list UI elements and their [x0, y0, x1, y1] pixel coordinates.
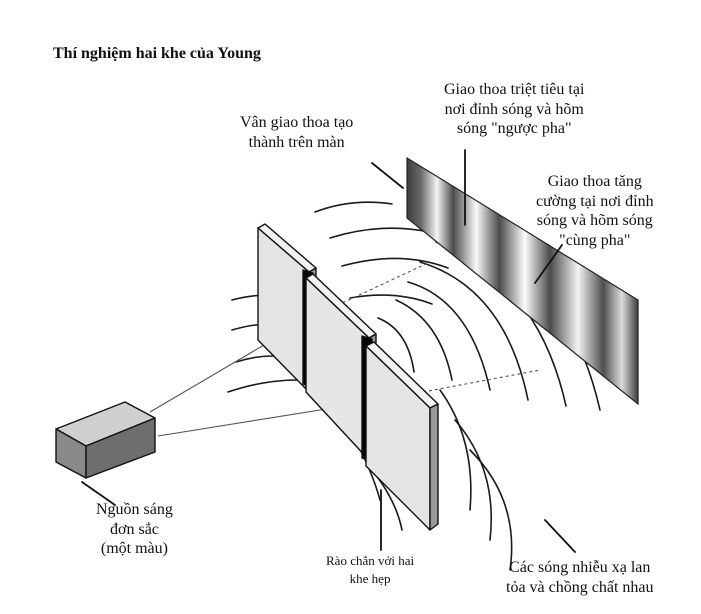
leader-waves: [544, 519, 576, 553]
double-slit-barrier: [257, 223, 439, 531]
leader-source: [81, 481, 116, 506]
wave-arc: [439, 389, 472, 511]
wave-arc: [395, 299, 453, 381]
label-barrier: Rào chắn với hai khe hẹp: [326, 553, 415, 586]
wave-arc: [454, 419, 493, 541]
label-diffracted-waves: Các sóng nhiễu xạ lan tỏa và chồng chất …: [506, 559, 654, 596]
leader-constructive: [534, 244, 563, 284]
leader-lines: [81, 149, 576, 553]
light-source-box: [55, 401, 156, 479]
source-side: [85, 417, 156, 479]
label-fringes: Vân giao thoa tạo thành trên màn: [240, 114, 354, 151]
leader-fringes: [371, 162, 404, 189]
label-constructive-interference: Giao thoa tăng cường tại nơi đỉnh sóng v…: [536, 173, 654, 249]
wave-arc: [377, 317, 415, 373]
label-light-source: Nguồn sáng đơn sắc (một màu): [96, 501, 173, 558]
wave-arc: [329, 227, 431, 239]
diagram-title: Thí nghiệm hai khe của Young: [53, 45, 261, 62]
wave-arc: [407, 281, 491, 391]
barrier-panel-1-face: [257, 227, 310, 393]
wave-arc: [341, 257, 449, 269]
wave-arc: [419, 261, 529, 401]
label-destructive-interference: Giao thoa triệt tiêu tại nơi đỉnh sóng v…: [444, 81, 585, 138]
wave-arc: [349, 294, 433, 305]
wave-arc: [469, 449, 513, 571]
wave-arc: [314, 201, 393, 213]
barrier-panel-3-side: [429, 403, 439, 531]
